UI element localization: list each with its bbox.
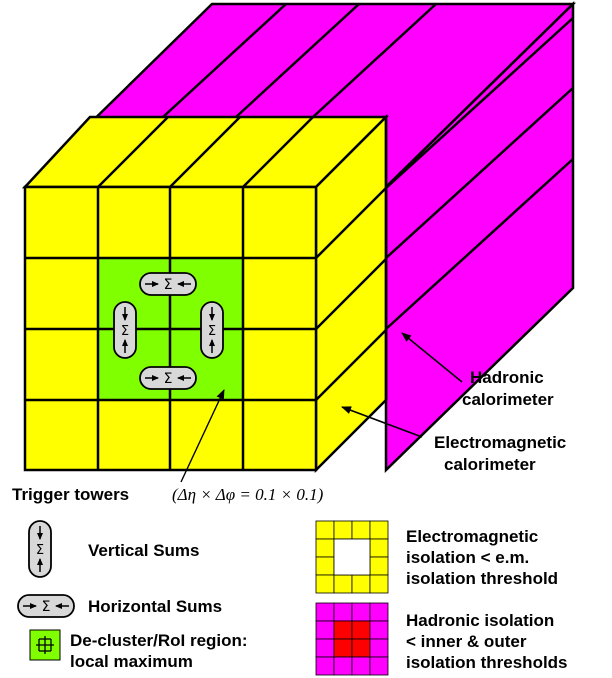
tower-grid-lines: [25, 3, 574, 470]
isolation-cell: [369, 656, 389, 676]
isolation-cell: [333, 656, 353, 676]
sum-pill-bottom: Σ: [139, 366, 197, 390]
isolation-cell: [333, 520, 353, 540]
isolation-cell: [333, 602, 353, 622]
tower-edge: [235, 3, 360, 118]
tower-edge: [169, 116, 241, 188]
tower-edge: [97, 116, 169, 188]
sum-symbol: Σ: [164, 371, 173, 387]
horizontal-sum-icon: Σ: [17, 594, 75, 618]
isolation-cell: [351, 602, 371, 622]
isolation-cell: [369, 620, 389, 640]
calorimeter-cube: [21, 1, 577, 474]
em-isolation-grid-icon: [315, 520, 389, 594]
isolation-cell: [369, 602, 389, 622]
isolation-cell: [369, 556, 389, 576]
hadronic-isolation-grid-icon: [315, 602, 389, 676]
isolation-cell: [369, 574, 389, 594]
em-isolation-core: [333, 538, 371, 576]
hadronic-isolation-label-line1: Hadronic isolation: [406, 611, 554, 630]
em-label-line1: Electromagnetic: [434, 433, 566, 452]
isolation-cell: [369, 538, 389, 558]
sum-pill-right: Σ: [200, 301, 224, 359]
tower-edge: [315, 187, 387, 259]
sum-symbol: Σ: [164, 277, 173, 293]
trigger-towers-formula: (Δη × Δφ = 0.1 × 0.1): [172, 485, 324, 504]
isolation-cell: [351, 656, 371, 676]
em-pointer-arrow: [341, 406, 423, 438]
isolation-cell: [351, 574, 371, 594]
tower-edge: [242, 116, 314, 188]
tower-edge: [315, 329, 387, 401]
sum-symbol: Σ: [42, 599, 51, 615]
isolation-cell: [315, 638, 335, 658]
isolation-cell: [315, 538, 335, 558]
vertical-sum-icon: Σ: [28, 520, 52, 578]
sum-symbol: Σ: [121, 324, 129, 339]
tower-edge: [385, 158, 574, 330]
isolation-cell: [315, 556, 335, 576]
isolation-cell: [333, 638, 353, 658]
isolation-cell: [315, 602, 335, 622]
isolation-cell: [333, 574, 353, 594]
horizontal-sums-label: Horizontal Sums: [88, 597, 222, 616]
isolation-cell: [315, 620, 335, 640]
isolation-cell: [333, 620, 353, 640]
tower-edge: [162, 3, 287, 118]
hadronic-label-line1: Hadronic: [470, 368, 544, 387]
em-label-line2: calorimeter: [444, 455, 536, 474]
isolation-cell: [315, 574, 335, 594]
hadronic-pointer-arrow: [401, 332, 463, 383]
isolation-cell: [315, 656, 335, 676]
tower-edge: [312, 3, 437, 118]
decluster-roi-icon: [29, 629, 61, 661]
hadronic-isolation-label-line3: isolation thresholds: [406, 653, 568, 672]
sum-symbol: Σ: [36, 543, 44, 558]
hadronic-label-line2: calorimeter: [462, 390, 554, 409]
sum-pill-top: Σ: [139, 272, 197, 296]
em-isolation-label-line1: Electromagnetic: [406, 527, 538, 546]
tower-edge: [385, 87, 574, 259]
isolation-cell: [351, 638, 371, 658]
vertical-sums-label: Vertical Sums: [88, 541, 200, 560]
isolation-cell: [351, 620, 371, 640]
em-isolation-label-line3: isolation threshold: [406, 569, 558, 588]
em-isolation-label-line2: isolation < e.m.: [406, 548, 529, 567]
trigger-towers-pointer-arrow: [180, 389, 225, 483]
tower-edge: [315, 258, 387, 330]
isolation-cell: [369, 638, 389, 658]
decluster-label-line2: local maximum: [70, 652, 193, 671]
isolation-cell: [351, 520, 371, 540]
sum-symbol: Σ: [208, 324, 216, 339]
isolation-cell: [315, 520, 335, 540]
tower-edge: [385, 17, 574, 189]
sum-pill-left: Σ: [113, 301, 137, 359]
trigger-towers-label: Trigger towers: [12, 485, 129, 504]
hadronic-isolation-label-line2: < inner & outer: [406, 632, 527, 651]
decluster-label-line1: De-cluster/RoI region:: [70, 631, 248, 650]
isolation-cell: [369, 520, 389, 540]
